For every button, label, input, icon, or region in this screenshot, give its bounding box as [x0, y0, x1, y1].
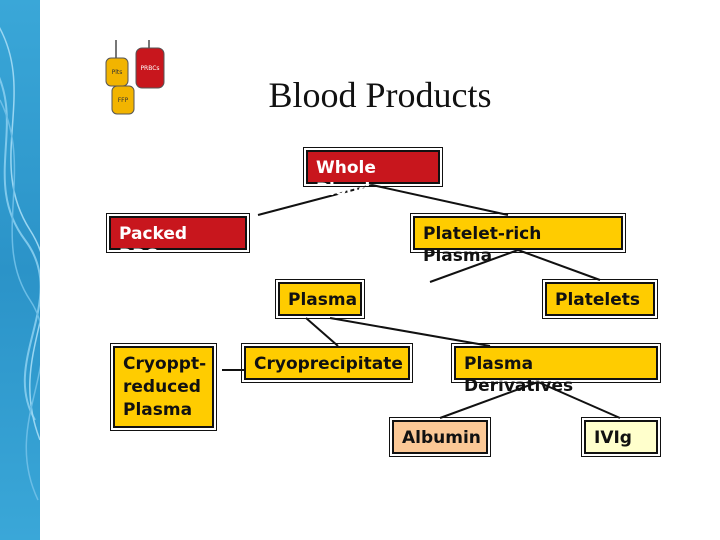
node-plasma: Plasma	[275, 279, 365, 319]
node-platelet-rich-plasma: Platelet-rich Plasma	[410, 213, 626, 266]
node-cryoppt-reduced-plasma: Cryoppt- reduced Plasma	[110, 343, 217, 431]
node-ivig: IVIg	[581, 417, 661, 457]
connector-derivatives-to-albumin	[439, 381, 539, 419]
node-whole-blood: Whole Blood	[303, 147, 443, 200]
node-albumin: Albumin	[389, 417, 491, 457]
connector-prp-to-platelets	[517, 249, 601, 281]
connector-whole-blood-to-packed-rbcs	[257, 184, 373, 216]
connector-plasma-to-plasma-derivatives	[329, 317, 491, 347]
decorative-side-band	[0, 0, 40, 540]
node-cryoprecipitate: Cryoprecipitate	[241, 343, 413, 383]
node-platelets: Platelets	[542, 279, 658, 319]
blood-bags-logo: PRBCs Plts FFP	[104, 40, 174, 124]
node-packed-rbcs: Packed RBCs	[106, 213, 250, 266]
connector-prp-to-plasma	[429, 249, 519, 283]
connector-plasma-to-cryoprecipitate	[305, 317, 339, 347]
connector-whole-blood-to-platelet-rich-plasma	[371, 184, 509, 216]
wave-pattern-decoration	[0, 27, 40, 501]
bag-label-prbcs: PRBCs	[140, 65, 159, 72]
bag-label-ffp: FFP	[118, 97, 129, 104]
node-plasma-derivatives: Plasma Derivatives	[451, 343, 661, 396]
connector-derivatives-to-ivig	[537, 381, 621, 419]
slide-title: Blood Products	[268, 75, 492, 115]
bag-label-plts: Plts	[112, 69, 123, 76]
